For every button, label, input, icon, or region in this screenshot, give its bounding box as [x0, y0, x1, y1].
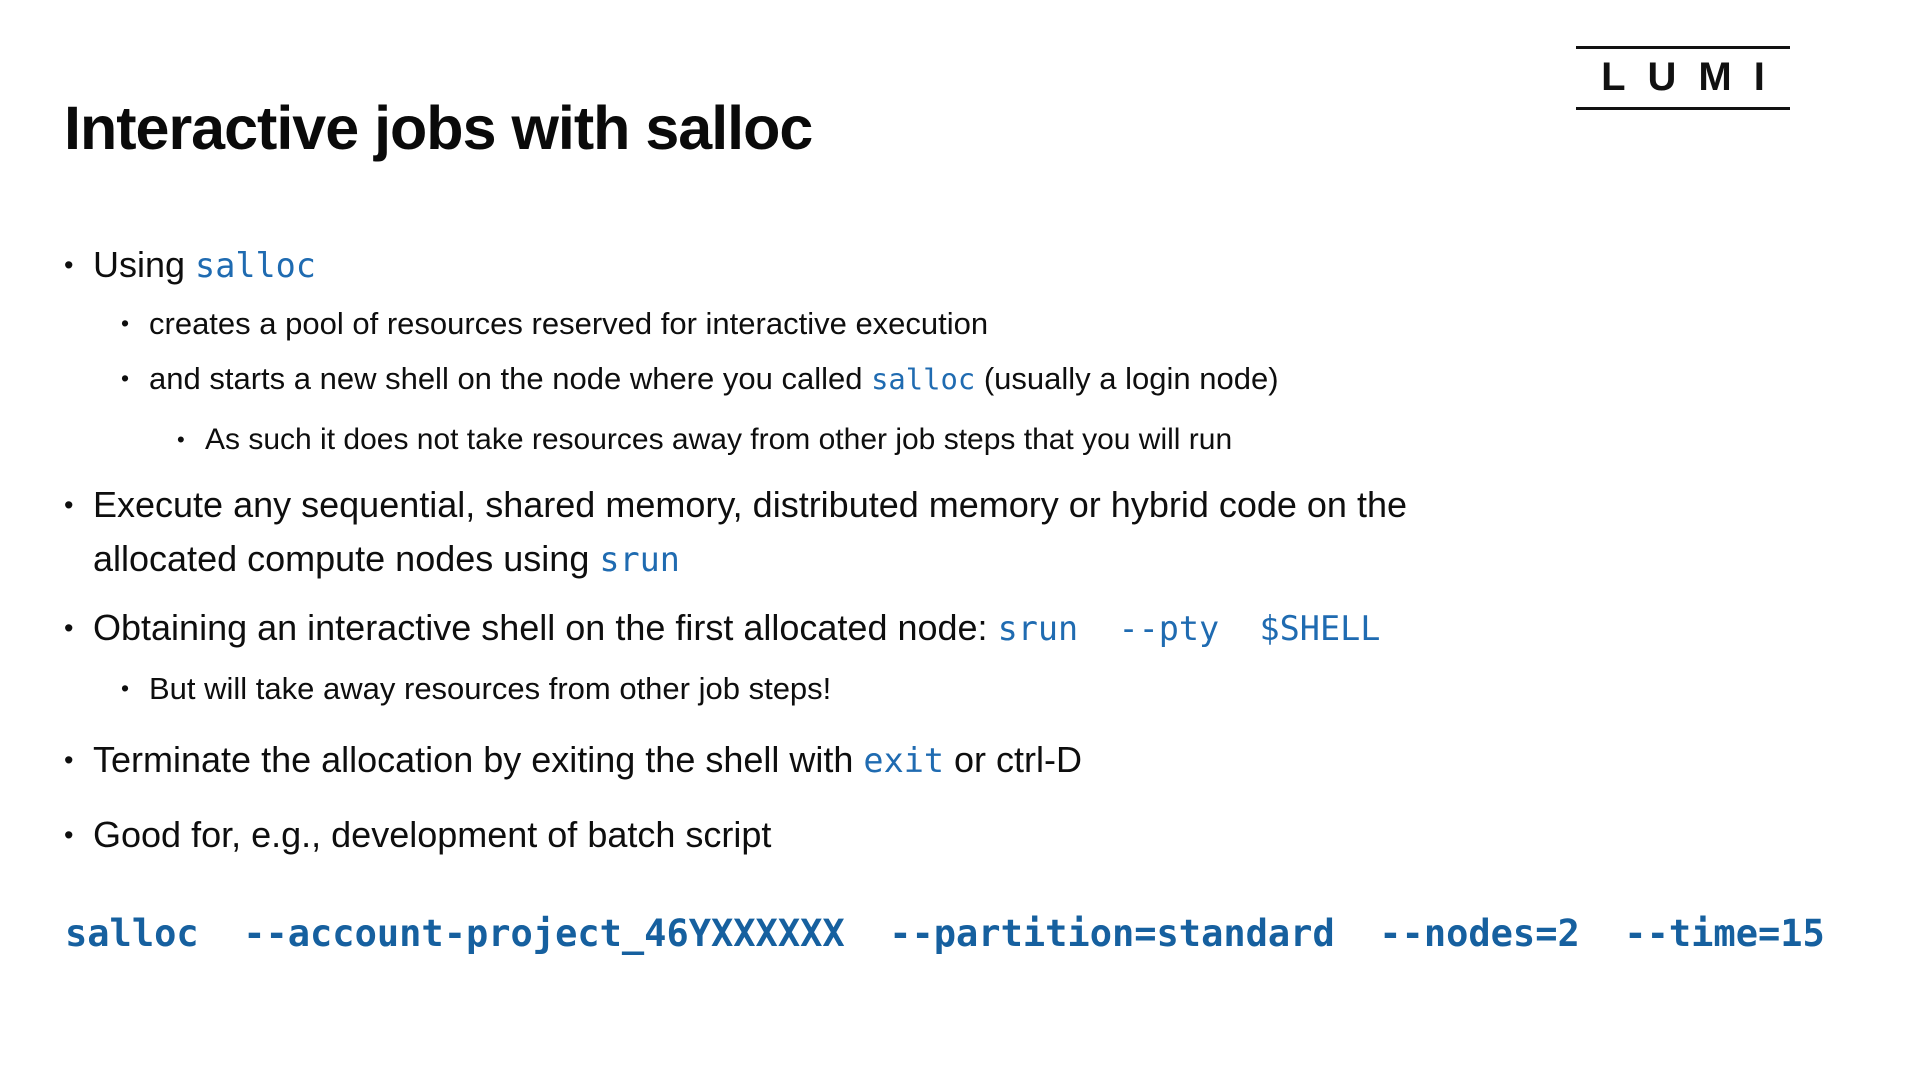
bullet-item: • Terminate the allocation by exiting the… — [64, 733, 1920, 788]
inline-code: salloc — [195, 246, 316, 285]
bullet-marker: • — [121, 365, 130, 391]
bullet-item: • Using salloc — [64, 238, 1920, 293]
text-segment: (usually a login node) — [975, 361, 1279, 396]
text-segment: Terminate the allocation by exiting the … — [93, 739, 864, 780]
lumi-logo-text: LUMI — [1601, 55, 1787, 99]
inline-code: exit — [863, 741, 945, 780]
bullet-marker: • — [64, 745, 74, 775]
text-segment: But will take away resources from other … — [149, 671, 832, 706]
bullet-item: • Good for, e.g., development of batch sc… — [64, 808, 1920, 862]
bullet-item: • As such it does not take resources away… — [177, 418, 1920, 462]
bullet-text: Good for, e.g., development of batch scr… — [93, 808, 1920, 862]
bullet-text: Execute any sequential, shared memory, d… — [93, 478, 1920, 587]
salloc-command-line: salloc --account-project_46YXXXXXX --par… — [65, 912, 1825, 955]
bullet-item: • creates a pool of resources reserved fo… — [121, 301, 1920, 346]
bullet-text: creates a pool of resources reserved for… — [149, 301, 1920, 346]
bullet-item: • Obtaining an interactive shell on the f… — [64, 601, 1920, 656]
text-segment: and starts a new shell on the node where… — [149, 361, 872, 396]
text-segment: creates a pool of resources reserved for… — [149, 306, 989, 341]
text-segment: Good for, e.g., development of batch scr… — [93, 814, 772, 855]
page-title: Interactive jobs with salloc — [64, 93, 813, 162]
bullet-marker: • — [121, 310, 130, 336]
bullet-item: • and starts a new shell on the node wher… — [121, 356, 1920, 402]
inline-code: salloc — [871, 362, 976, 396]
bullet-text: Terminate the allocation by exiting the … — [93, 733, 1920, 788]
text-segment: Execute any sequential, shared memory, d… — [93, 484, 1407, 525]
bullet-item: • But will take away resources from other… — [121, 666, 1920, 711]
inline-code: srun --pty $SHELL — [997, 609, 1381, 648]
text-segment: Using — [93, 244, 196, 285]
bullet-item: • Execute any sequential, shared memory, … — [64, 478, 1920, 587]
bullet-text: As such it does not take resources away … — [205, 418, 1920, 462]
bullet-marker: • — [121, 675, 130, 701]
text-segment: As such it does not take resources away … — [205, 423, 1233, 456]
bullet-text: But will take away resources from other … — [149, 666, 1920, 711]
bullet-marker: • — [64, 613, 74, 643]
text-segment: Obtaining an interactive shell on the fi… — [93, 607, 998, 648]
text-segment: or ctrl-D — [944, 739, 1083, 780]
bullet-text: Obtaining an interactive shell on the fi… — [93, 601, 1920, 656]
bullet-list: • Using salloc • creates a pool of resource… — [0, 238, 1920, 862]
bullet-marker: • — [64, 490, 74, 520]
lumi-logo: LUMI — [1576, 46, 1790, 110]
inline-code: srun — [599, 540, 680, 579]
bullet-marker: • — [64, 250, 74, 280]
bullet-text: and starts a new shell on the node where… — [149, 356, 1920, 402]
bullet-marker: • — [177, 427, 185, 452]
text-segment: allocated compute nodes using — [93, 538, 600, 579]
bullet-text: Using salloc — [93, 238, 1920, 293]
bullet-marker: • — [64, 820, 74, 850]
